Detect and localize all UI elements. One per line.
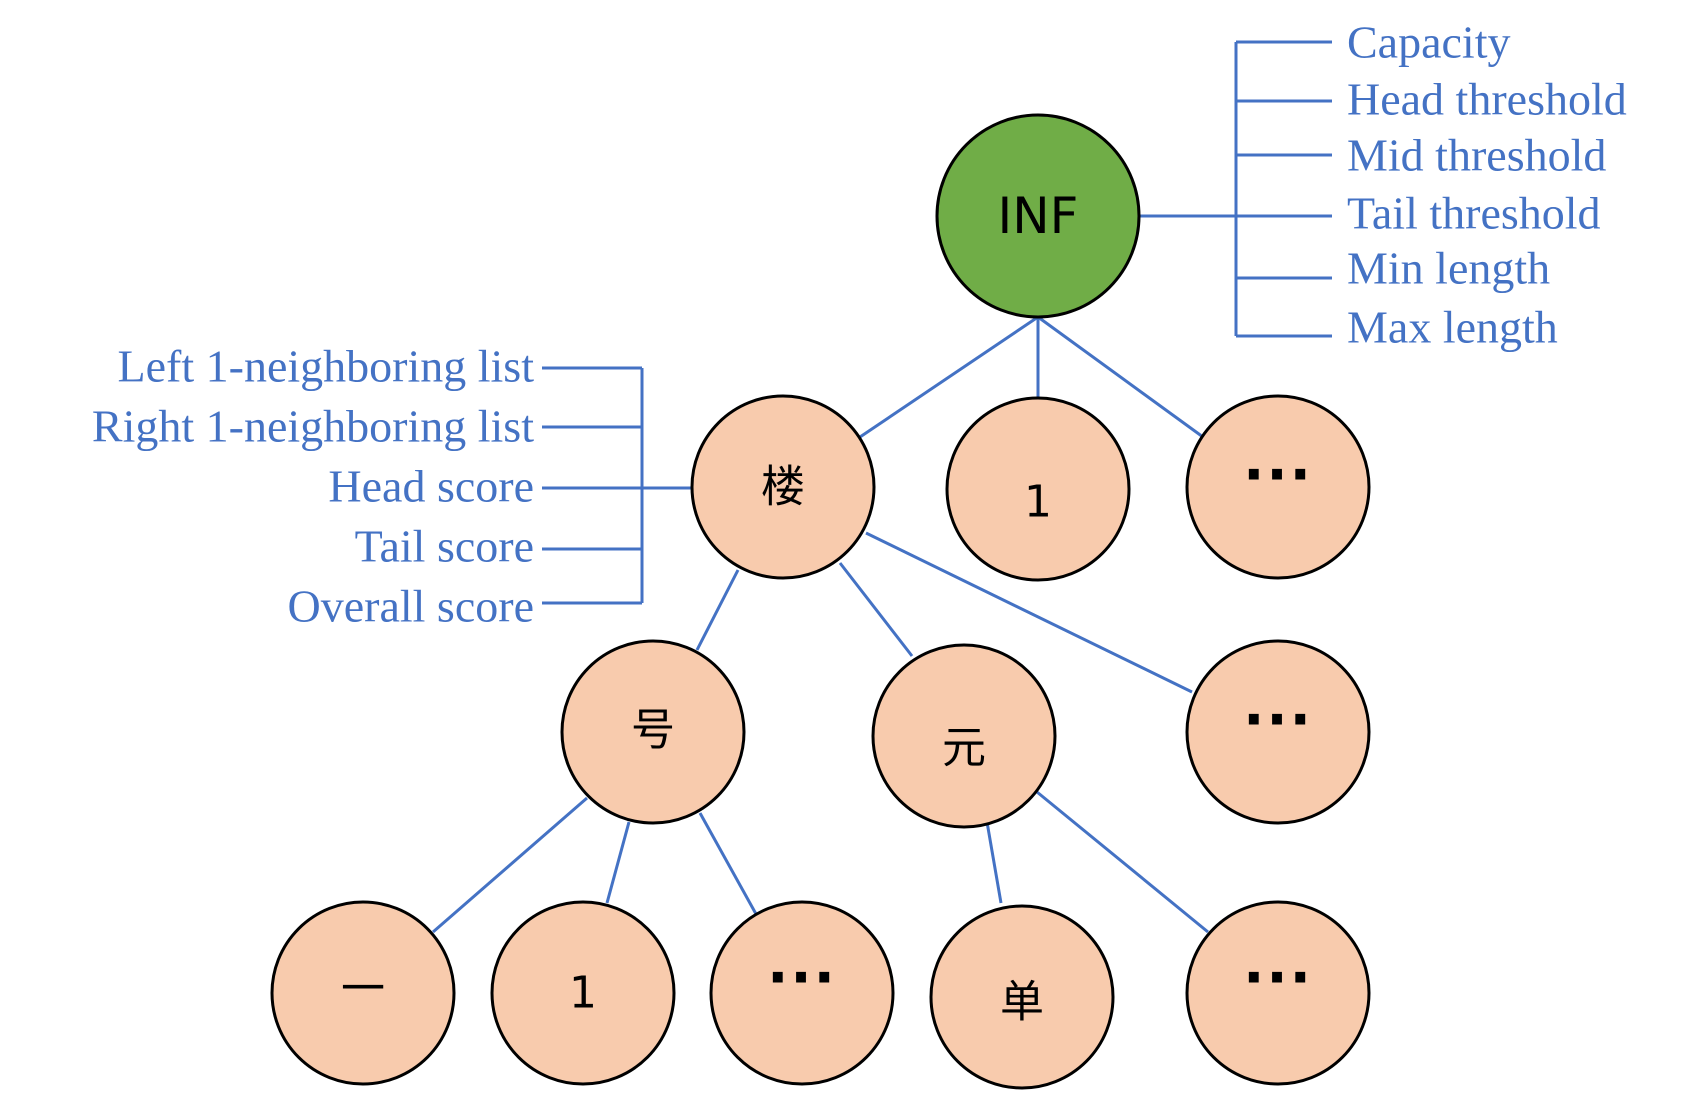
ellipsis-label: ··· bbox=[1243, 688, 1313, 753]
edge-lou-ellipsis bbox=[865, 531, 1193, 694]
root-node: INF bbox=[935, 113, 1141, 319]
node-label: 单 bbox=[1000, 977, 1044, 1028]
edge-hao-ellipsis bbox=[698, 812, 758, 915]
attr-head-threshold: Head threshold bbox=[1347, 74, 1627, 125]
tree-edges bbox=[432, 315, 1209, 934]
edge-hao-one bbox=[605, 821, 631, 904]
level1-node-lou: 楼 bbox=[690, 394, 876, 580]
edge-lou-yuan bbox=[838, 562, 914, 657]
level1-node-ellipsis: ··· bbox=[1185, 394, 1371, 580]
attr-min-length: Min length bbox=[1347, 243, 1550, 294]
ellipsis-label: ··· bbox=[767, 946, 837, 1011]
node-attribute-labels: Left 1-neighboring list Right 1-neighbor… bbox=[92, 341, 534, 632]
attr-mid-threshold: Mid threshold bbox=[1347, 130, 1606, 181]
level3-node-ellipsis-2: ··· bbox=[1185, 900, 1371, 1086]
attr-overall-score: Overall score bbox=[288, 581, 535, 632]
ellipsis-label: ··· bbox=[1243, 946, 1313, 1011]
edge-root-ellipsis bbox=[1037, 315, 1204, 439]
edge-lou-hao bbox=[695, 569, 740, 651]
level3-node-dan: 单 bbox=[929, 904, 1115, 1090]
node-label: 号 bbox=[631, 705, 675, 756]
level1-node-one: 1 bbox=[945, 396, 1131, 582]
node-label: 一 bbox=[341, 964, 385, 1015]
root-attribute-labels: Capacity Head threshold Mid threshold Ta… bbox=[1347, 17, 1627, 353]
attr-tail-threshold: Tail threshold bbox=[1347, 188, 1601, 239]
level3-node-ellipsis: ··· bbox=[709, 900, 895, 1086]
node-attribute-bracket bbox=[542, 366, 692, 605]
node-label: 楼 bbox=[761, 462, 805, 513]
ellipsis-label: ··· bbox=[1243, 443, 1313, 508]
attr-max-length: Max length bbox=[1347, 302, 1558, 353]
node-label: 1 bbox=[1024, 477, 1052, 528]
level3-node-one: 1 bbox=[490, 900, 676, 1086]
edge-yuan-ellipsis bbox=[1036, 790, 1209, 934]
attr-tail-score: Tail score bbox=[355, 521, 534, 572]
edge-root-lou bbox=[859, 315, 1039, 439]
level3-node-yi: 一 bbox=[270, 900, 456, 1086]
attr-left-neighboring-list: Left 1-neighboring list bbox=[118, 341, 535, 392]
attr-right-neighboring-list: Right 1-neighboring list bbox=[92, 401, 534, 452]
level2-node-ellipsis: ··· bbox=[1185, 639, 1371, 825]
edge-hao-yi bbox=[432, 796, 588, 934]
attr-head-score: Head score bbox=[328, 461, 534, 512]
edge-yuan-dan bbox=[985, 821, 1003, 904]
attr-capacity: Capacity bbox=[1347, 17, 1511, 68]
root-attribute-bracket bbox=[1136, 40, 1332, 338]
level2-node-yuan: 元 bbox=[871, 643, 1057, 829]
node-label: 元 bbox=[942, 723, 986, 774]
root-label: INF bbox=[998, 187, 1079, 245]
node-label: 1 bbox=[569, 968, 597, 1019]
level2-node-hao: 号 bbox=[560, 639, 746, 825]
